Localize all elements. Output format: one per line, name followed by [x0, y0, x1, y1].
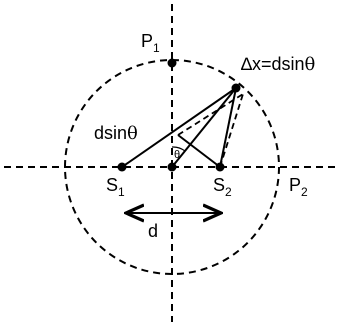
label-dsin-theta: dsinθ: [94, 123, 138, 144]
label-p2: P2: [289, 175, 308, 199]
label-s1: S1: [106, 175, 125, 199]
ray-s1-to-point: [121, 87, 237, 168]
label-p1: P1: [141, 31, 160, 55]
point-s1: [117, 162, 127, 172]
label-path-difference: ∆x=dsinθ: [241, 54, 315, 75]
point-p1: [167, 58, 177, 68]
dashed-parallel-line: [177, 93, 244, 136]
label-d: d: [148, 221, 158, 241]
ray-center-to-point: [171, 87, 237, 168]
perpendicular-foot-line: [177, 134, 221, 168]
point-far: [231, 83, 241, 93]
theta-arc: [171, 146, 186, 152]
label-s2: S2: [213, 175, 232, 199]
point-s2: [215, 162, 225, 172]
dashed-circle: [64, 59, 280, 275]
ray-s2-to-point: [219, 87, 237, 168]
dashed-parallel-line-2: [219, 93, 244, 168]
label-theta-angle: θ: [174, 149, 180, 161]
point-center: [167, 162, 177, 172]
